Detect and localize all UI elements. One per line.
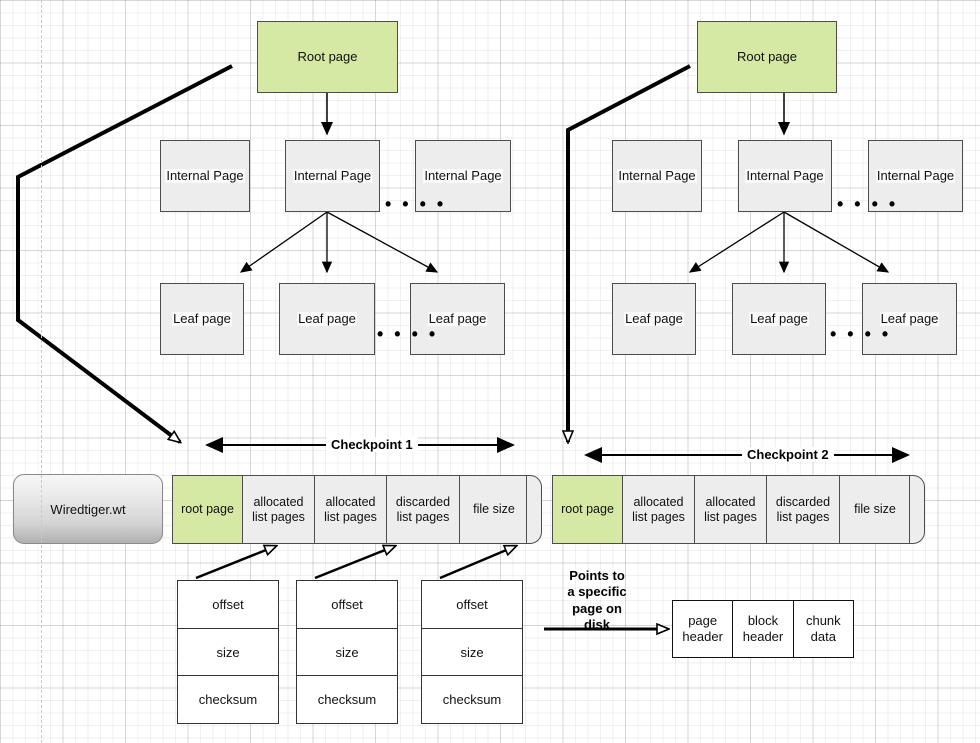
disk-page-cell-chunk-data[interactable]: chunk data [794,601,853,657]
node-label: Leaf page [624,310,684,327]
tree-left-internal-page-2[interactable]: Internal Page [285,140,380,212]
row-label: checksum [317,692,377,708]
cell-label: allocated list pages [632,494,685,524]
node-label: Internal Page [292,167,373,184]
checkpoint-1-cell-allocated-list-pages-1[interactable]: allocated list pages [243,476,315,543]
tree-right-internal-page-1[interactable]: Internal Page [612,140,702,212]
disk-page-box: page header block header chunk data [672,600,854,658]
extent-row-checksum: checksum [422,676,522,723]
extent-pointers [195,546,516,580]
row-label: checksum [198,692,258,708]
checkpoint-2-cell-discarded-list-pages[interactable]: discarded list pages [767,476,840,543]
tree-right-internal-page-3[interactable]: Internal Page [868,140,963,212]
wiredtiger-file-box[interactable]: Wiredtiger.wt [13,474,163,544]
disk-pointer-note: Points to a specific page on disk [567,568,627,632]
cell-label: block header [742,613,784,644]
checkpoint-1-label: Checkpoint 1 [326,437,418,452]
extent-row-checksum: checksum [297,676,397,723]
cell-label: file size [854,502,896,516]
node-label: Internal Page [165,167,245,184]
cell-label: root page [561,502,614,516]
node-label: Leaf page [172,310,232,327]
checkpoint-1-cell-allocated-list-pages-2[interactable]: allocated list pages [315,476,387,543]
tree-left-internal-page-3[interactable]: Internal Page [415,140,511,212]
root-to-checkpoint2-pointer [568,64,691,442]
node-label: Root page [297,48,358,64]
checkpoint-1-cell-root-page[interactable]: root page [173,476,243,543]
checkpoint-2-cell-file-size[interactable]: file size [840,476,910,543]
cell-label: file size [473,502,515,516]
extent-table-1: offset size checksum [177,580,279,724]
row-label: offset [456,596,488,612]
node-label: Internal Page [875,167,956,184]
cell-label: allocated list pages [252,494,305,524]
tree-left-leaf-page-2[interactable]: Leaf page [279,283,375,355]
extent-row-checksum: checksum [178,676,278,723]
node-label: Internal Page [423,167,503,184]
tree-left-leaf-page-1[interactable]: Leaf page [160,283,244,355]
row-label: size [460,644,484,660]
cell-label: chunk data [805,613,841,644]
tree-right-internal-ellipsis: • • • • [837,194,899,214]
row-label: offset [331,596,363,612]
extent-table-3: offset size checksum [421,580,523,724]
wiredtiger-file-label: Wiredtiger.wt [50,501,126,517]
extent-row-size: size [422,629,522,677]
tree-left-internal-page-1[interactable]: Internal Page [160,140,250,212]
tree-right-leaf-ellipsis: • • • • [830,324,892,344]
cell-label: allocated list pages [704,494,757,524]
extent-row-size: size [178,629,278,677]
extent-row-offset: offset [422,581,522,629]
tree-right-internal-page-2[interactable]: Internal Page [738,140,832,212]
checkpoint-2-cell-allocated-list-pages-1[interactable]: allocated list pages [623,476,695,543]
node-label: Leaf page [427,310,488,327]
node-label: Internal Page [745,167,825,184]
disk-page-cell-page-header[interactable]: page header [673,601,734,657]
cell-label: root page [181,502,234,516]
checkpoint-1-cell-file-size[interactable]: file size [460,476,528,543]
tree-right-leaf-page-1[interactable]: Leaf page [612,283,696,355]
extent-row-size: size [297,629,397,677]
disk-page-cell-block-header[interactable]: block header [733,601,794,657]
tree-right-leaf-page-3[interactable]: Leaf page [862,283,957,355]
node-label: Internal Page [617,167,697,184]
tree-left-leaf-ellipsis: • • • • [377,324,439,344]
checkpoint-2-bar: root page allocated list pages allocated… [552,475,925,544]
row-label: checksum [442,692,502,708]
node-label: Root page [737,48,797,64]
cell-label: allocated list pages [324,494,377,524]
extent-table-2: offset size checksum [296,580,398,724]
checkpoint-2-cell-allocated-list-pages-2[interactable]: allocated list pages [695,476,767,543]
node-label: Leaf page [749,310,809,327]
extent-row-offset: offset [297,581,397,629]
node-label: Leaf page [879,310,940,327]
extent-row-offset: offset [178,581,278,629]
checkpoint-1-bar: root page allocated list pages allocated… [172,475,542,544]
checkpoint-2-label: Checkpoint 2 [742,447,834,462]
tree-right-root-page[interactable]: Root page [697,21,837,93]
page-guide-dashed-line [41,0,42,743]
extent-pointer-1 [195,546,276,580]
checkpoint-2-cell-root-page[interactable]: root page [553,476,623,543]
tree-left-internal-ellipsis: • • • • [385,194,447,214]
tree-left-root-page[interactable]: Root page [257,21,398,93]
tree-right-leaf-page-2[interactable]: Leaf page [732,283,826,355]
row-label: offset [212,596,244,612]
extent-pointer-2 [314,546,395,580]
checkpoint-2-cap-divider [909,476,910,543]
tree-left-leaf-page-3[interactable]: Leaf page [410,283,505,355]
cell-label: page header [682,613,723,644]
extent-pointer-3 [439,546,516,580]
node-label: Leaf page [297,310,357,327]
cell-label: discarded list pages [395,494,451,524]
checkpoint-1-cell-discarded-list-pages[interactable]: discarded list pages [387,476,460,543]
row-label: size [216,644,240,660]
cell-label: discarded list pages [775,494,831,524]
row-label: size [335,644,359,660]
root-to-checkpoint1-pointer [16,64,233,442]
checkpoint-1-cap-divider [526,476,527,543]
